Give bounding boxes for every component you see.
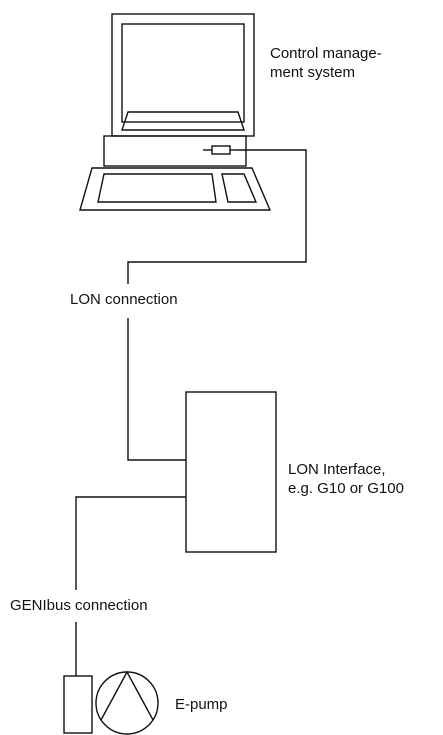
lon-interface-label-line-2: e.g. G10 or G100 xyxy=(288,480,404,497)
e-pump-icon xyxy=(63,670,159,735)
lon-interface-box xyxy=(185,391,277,553)
lon-connection-label: LON connection xyxy=(70,291,178,308)
lon-interface-label-line-1: LON Interface, xyxy=(288,461,386,478)
control-system-label-line-2: ment system xyxy=(270,64,356,81)
control-system-label: Control manage- ment system xyxy=(270,44,382,82)
genibus-connection-line xyxy=(75,496,186,676)
e-pump-label: E-pump xyxy=(175,696,228,713)
control-system-label-line-1: Control manage- xyxy=(270,45,382,62)
lon-interface-label: LON Interface, e.g. G10 or G100 xyxy=(288,460,404,498)
computer-icon xyxy=(79,13,272,211)
lon-connection-line xyxy=(127,149,307,461)
genibus-connection-label: GENIbus connection xyxy=(10,597,148,614)
